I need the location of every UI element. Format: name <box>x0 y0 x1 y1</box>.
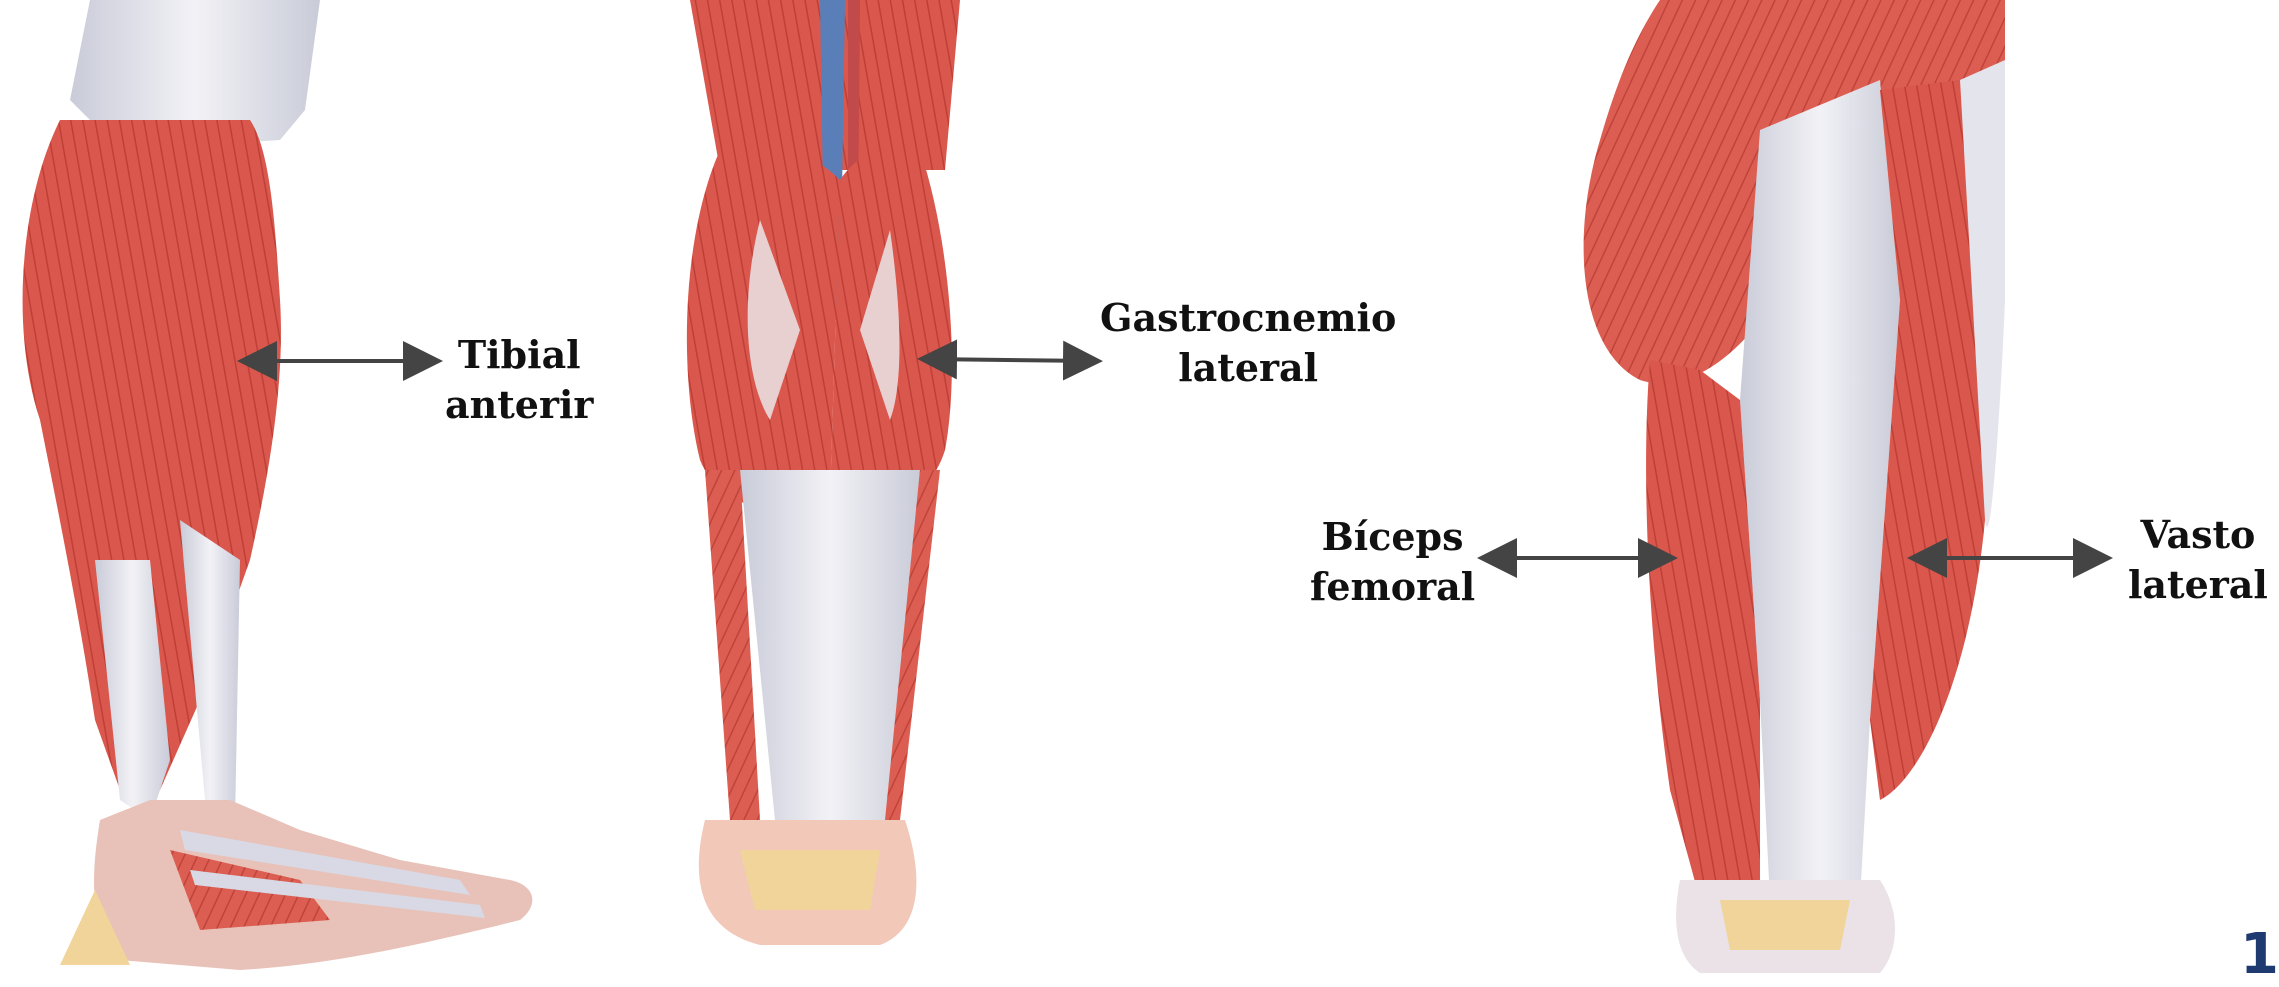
label-gastrocnemio-lateral: Gastrocnemio lateral <box>1100 293 1396 393</box>
anterior-leg-figure <box>23 0 533 970</box>
label-biceps-femoral-line1: Bíceps <box>1310 512 1475 562</box>
label-gastrocnemio-lateral-line2: lateral <box>1100 343 1396 393</box>
label-gastrocnemio-lateral-line1: Gastrocnemio <box>1100 293 1396 343</box>
label-vasto-lateral: Vasto lateral <box>2128 510 2268 610</box>
page-number: 1 <box>2240 922 2279 987</box>
arrow-gastrocnemio-lateral <box>925 359 1095 361</box>
label-biceps-femoral: Bíceps femoral <box>1310 512 1475 612</box>
label-vasto-lateral-line1: Vasto <box>2128 510 2268 560</box>
lateral-thigh-figure <box>1584 0 2005 973</box>
label-tibial-anterior-line1: Tibial <box>445 330 593 380</box>
label-tibial-anterior-line2: anterir <box>445 380 593 430</box>
posterior-calf-figure <box>687 0 960 945</box>
label-biceps-femoral-line2: femoral <box>1310 562 1475 612</box>
label-tibial-anterior: Tibial anterir <box>445 330 593 430</box>
label-vasto-lateral-line2: lateral <box>2128 560 2268 610</box>
